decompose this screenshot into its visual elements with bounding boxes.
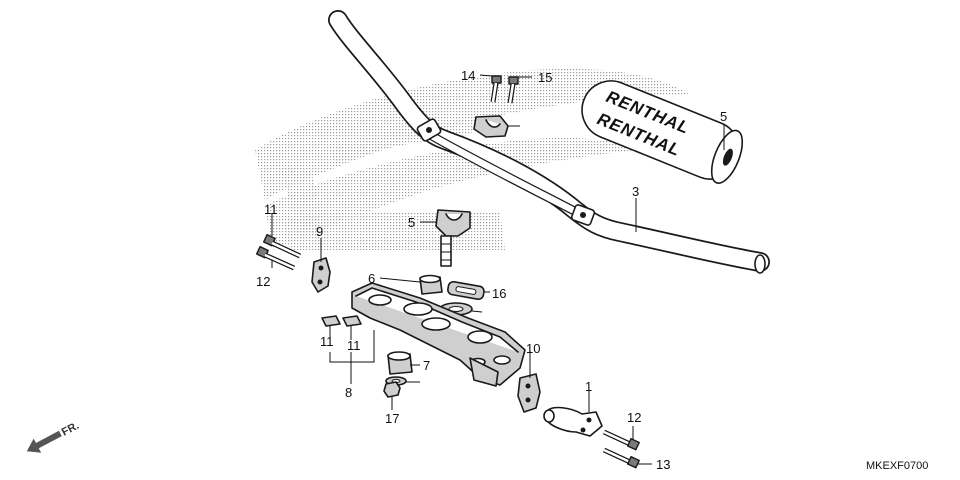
bolt-11-right-lower bbox=[602, 447, 640, 469]
bar-clamp-1 bbox=[543, 406, 603, 437]
rubber-upper bbox=[419, 274, 443, 295]
bar-pad: RENTHAL RENTHAL bbox=[581, 80, 744, 184]
bolt-11-right-upper bbox=[602, 429, 640, 451]
callout-11b: 12 bbox=[256, 274, 270, 289]
front-direction-label: FR. bbox=[60, 420, 81, 439]
callout-14: 17 bbox=[385, 411, 399, 426]
rubber-lower bbox=[387, 351, 413, 375]
callout-6: 8 bbox=[345, 385, 352, 400]
callout-1: 1 bbox=[585, 379, 592, 394]
leader-lines bbox=[271, 74, 725, 465]
callout-8: 10 bbox=[526, 341, 540, 356]
label-9 bbox=[342, 315, 362, 327]
callout-13: 16 bbox=[492, 286, 506, 301]
callout-labels: 14 15 5 3 5 6 16 11 12 9 10 1 7 17 11 11… bbox=[256, 68, 727, 472]
callout-11d: 13 bbox=[656, 457, 670, 472]
callout-5a: 6 bbox=[368, 271, 375, 286]
holder-bolt-left bbox=[490, 75, 502, 103]
bolt-11-left-lower bbox=[255, 245, 296, 271]
cable-guide-8 bbox=[517, 373, 541, 413]
front-arrow-icon bbox=[26, 430, 62, 453]
callout-11c: 12 bbox=[627, 410, 641, 425]
callout-4: 5 bbox=[408, 215, 415, 230]
diagram-code: MKEXF0700 bbox=[866, 460, 928, 472]
callout-3: 5 bbox=[720, 109, 727, 124]
callout-12a: 14 bbox=[461, 68, 475, 83]
callout-7: 9 bbox=[316, 224, 323, 239]
callout-5b: 7 bbox=[423, 358, 430, 373]
callout-11a: 11 bbox=[264, 202, 278, 217]
washer-13 bbox=[447, 280, 485, 301]
handlebar bbox=[328, 10, 770, 274]
nut-14 bbox=[383, 381, 401, 398]
label-10 bbox=[321, 315, 341, 327]
bolt-11-left-upper bbox=[262, 233, 302, 259]
callout-10: 11 bbox=[320, 334, 334, 349]
callout-2: 3 bbox=[632, 184, 639, 199]
callout-12b: 15 bbox=[538, 70, 552, 85]
front-direction-indicator: FR. bbox=[26, 420, 81, 453]
holder-bolt-right bbox=[507, 76, 519, 104]
cable-guide-7 bbox=[311, 257, 331, 293]
upper-holder bbox=[473, 115, 509, 138]
lower-holder bbox=[435, 209, 471, 267]
top-bridge bbox=[351, 282, 526, 387]
callout-9: 11 bbox=[347, 338, 361, 353]
